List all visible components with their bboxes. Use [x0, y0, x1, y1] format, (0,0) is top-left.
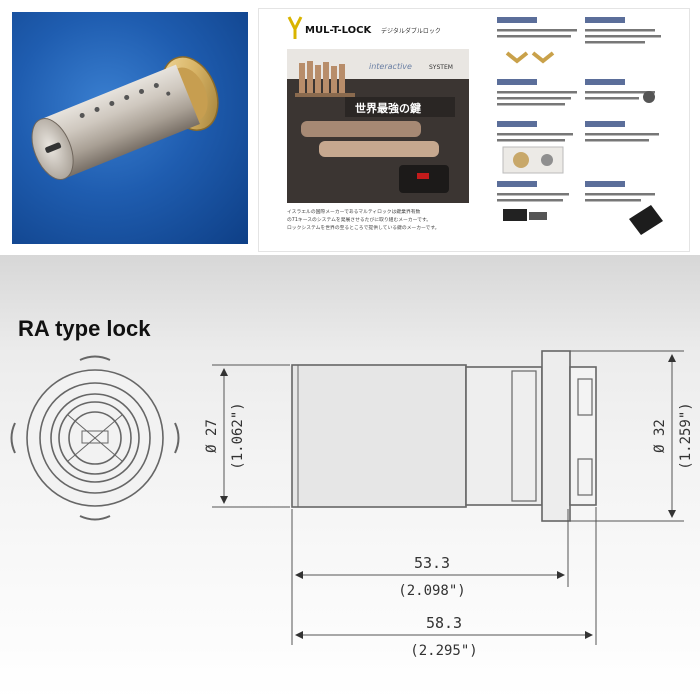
brand-name: MUL-T-LOCK: [305, 25, 372, 36]
product-brochure: MUL-T-LOCK デジタルダブルロック interactive SYSTEM…: [258, 8, 690, 252]
right-dia-in: (1.259"): [678, 402, 694, 469]
side-view: [291, 350, 597, 522]
brochure-illustration: MUL-T-LOCK デジタルダブルロック interactive SYSTEM…: [287, 16, 663, 235]
feature-grid: [497, 17, 663, 235]
right-dia-mm: Ø 32: [652, 419, 668, 453]
lock-cylinder-photo: [12, 12, 248, 244]
brochure-body-line-1: イスラエルの国際メーカーであるマルティロックは鍵業界有数: [287, 208, 421, 215]
drawing-canvas: RA type lock: [10, 316, 694, 659]
len1-in: (2.098"): [398, 583, 465, 599]
left-diameter-dimension: [212, 364, 290, 508]
technical-drawing: RA type lock: [0, 255, 700, 700]
len1-mm: 53.3: [414, 554, 450, 572]
right-diameter-dimension: [570, 350, 684, 522]
lock-cylinder-illustration: [31, 56, 219, 180]
brochure-body-line-3: ロックシステムを世界の至るところで提供している鍵のメーカーです。: [287, 224, 439, 231]
length-dimensions: [291, 507, 597, 645]
len2-in: (2.295"): [410, 643, 477, 659]
len2-mm: 58.3: [426, 614, 462, 632]
system-word: SYSTEM: [429, 64, 453, 71]
brochure-body-line-2: の71キースのシステムを発展させるたびに取り組むメーカーです。: [287, 216, 431, 223]
left-dia-in: (1.062"): [230, 402, 246, 469]
mul-t-lock-logo-icon: [287, 16, 303, 39]
drawing-title: RA type lock: [18, 316, 151, 341]
left-dia-mm: Ø 27: [204, 419, 220, 453]
front-view: [10, 355, 180, 521]
interactive-logo: interactive: [369, 62, 412, 71]
brand-subtitle: デジタルダブルロック: [381, 27, 441, 35]
brochure-headline: 世界最強の鍵: [355, 101, 421, 115]
